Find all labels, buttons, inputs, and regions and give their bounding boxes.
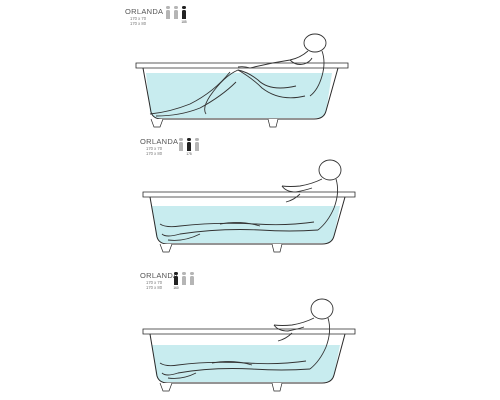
size-80: 170 x 80 — [146, 151, 163, 156]
tub-body — [142, 67, 339, 120]
person-icon-selected: 175 — [186, 138, 192, 156]
bath-panel-2: ORLANDA 170 x 70 170 x 80 175 — [0, 130, 500, 265]
bath-panel-3: ORLANDA 170 x 70 170 x 80 160 — [0, 265, 500, 400]
size-70: 170 x 70 — [146, 146, 163, 151]
person-icon — [178, 138, 184, 151]
bathtub-illustration-2 — [142, 159, 356, 253]
tub-body — [149, 333, 346, 384]
person-icon — [194, 138, 200, 151]
model-title: ORLANDA — [125, 7, 164, 16]
tub-leg — [271, 243, 283, 253]
size-70: 170 x 70 — [130, 16, 147, 21]
person-icon-selected: 185 — [181, 6, 187, 24]
person-figure — [149, 33, 327, 117]
model-title: ORLANDA — [140, 137, 179, 146]
tub-leg — [159, 382, 173, 392]
water — [146, 73, 332, 118]
bathtub-illustration-1 — [135, 33, 349, 128]
tub-leg — [267, 118, 279, 128]
person-icon — [173, 6, 179, 19]
bathtub-illustration-3 — [142, 298, 356, 392]
height-icons: 175 — [178, 138, 200, 156]
size-80: 170 x 80 — [146, 285, 163, 290]
person-icon-selected: 160 — [173, 272, 179, 290]
size-80: 170 x 80 — [130, 21, 147, 26]
water — [152, 206, 340, 243]
bath-panel-1: ORLANDA 170 x 70 170 x 80 185 — [0, 0, 500, 135]
size-70: 170 x 70 — [146, 280, 163, 285]
tub-leg — [159, 243, 173, 253]
tub-leg — [150, 118, 164, 128]
tub-rim — [135, 62, 349, 69]
tub-body — [149, 196, 346, 245]
person-figure — [159, 159, 342, 241]
person-icon — [181, 272, 187, 285]
tub-rim — [142, 328, 356, 335]
person-icon — [165, 6, 171, 19]
person-icon — [189, 272, 195, 285]
height-icons: 185 — [165, 6, 187, 24]
person-figure — [159, 298, 334, 379]
height-icons: 160 — [173, 272, 195, 290]
tub-rim — [142, 191, 356, 198]
model-title: ORLANDA — [140, 271, 179, 280]
tub-leg — [271, 382, 283, 392]
